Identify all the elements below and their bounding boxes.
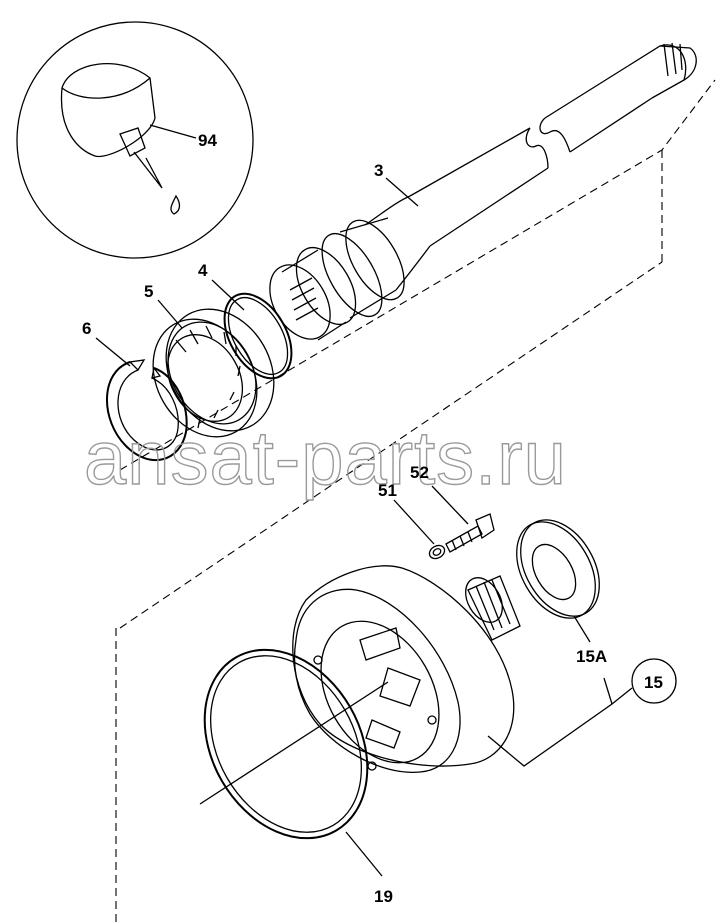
center-axis: [199, 681, 389, 805]
housing-carrier: [292, 565, 521, 773]
roller-bearing: [152, 308, 275, 438]
seal-ring: [516, 519, 600, 619]
leader-lines: [95, 177, 633, 877]
callout-15-circle: [631, 658, 677, 704]
callout-19: 19: [374, 887, 393, 906]
callout-3: 3: [374, 161, 383, 180]
callout-52: 52: [410, 463, 429, 482]
callout-5: 5: [144, 282, 153, 301]
callout-15a: 15A: [576, 647, 607, 666]
callout-51: 51: [378, 481, 397, 500]
washer: [428, 544, 446, 560]
bolt: [445, 513, 495, 553]
watermark-text: ansat-parts.ru: [84, 416, 567, 501]
adhesive-detail-circle: [16, 21, 254, 259]
callout-6: 6: [82, 319, 91, 338]
callout-94: 94: [198, 131, 217, 150]
snap-ring: [223, 292, 293, 380]
adhesive-bottle: [60, 63, 181, 215]
circlip: [106, 359, 188, 462]
callout-15: 15: [644, 673, 663, 692]
shaft: [269, 42, 697, 341]
callout-4: 4: [198, 261, 208, 280]
exploded-view-boundary: [115, 79, 716, 922]
